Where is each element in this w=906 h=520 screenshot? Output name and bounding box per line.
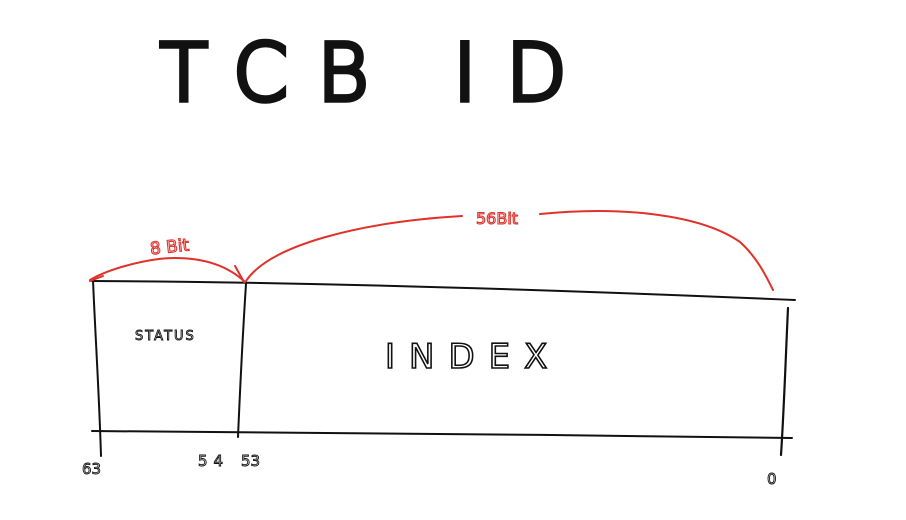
status-bracket-arrow-right: [234, 265, 245, 283]
diagram-title: TCB ID: [160, 29, 596, 119]
status-width-bracket: [89, 257, 246, 283]
box-top-edge: [91, 280, 796, 301]
status-width-label: 8 Bit: [149, 235, 190, 259]
box-right-edge: [779, 306, 790, 457]
register-box: [91, 279, 796, 457]
bit-label-54: 54: [198, 452, 229, 470]
index-field-label: INDEX: [385, 337, 561, 377]
width-annotations: 8 Bit 56Bit: [89, 208, 774, 291]
index-width-bracket-left: [245, 215, 463, 282]
box-bottom-edge: [91, 430, 793, 439]
index-width-label: 56Bit: [476, 209, 518, 228]
field-divider: [237, 283, 247, 438]
status-field-label: STATUS: [135, 329, 196, 344]
index-width-bracket-right: [539, 210, 774, 291]
bit-label-0: 0: [767, 470, 777, 488]
bit-label-53: 53: [241, 452, 260, 470]
box-left-edge: [92, 279, 102, 457]
bit-label-63: 63: [82, 460, 101, 478]
status-bracket-arrow-left: [89, 275, 104, 282]
